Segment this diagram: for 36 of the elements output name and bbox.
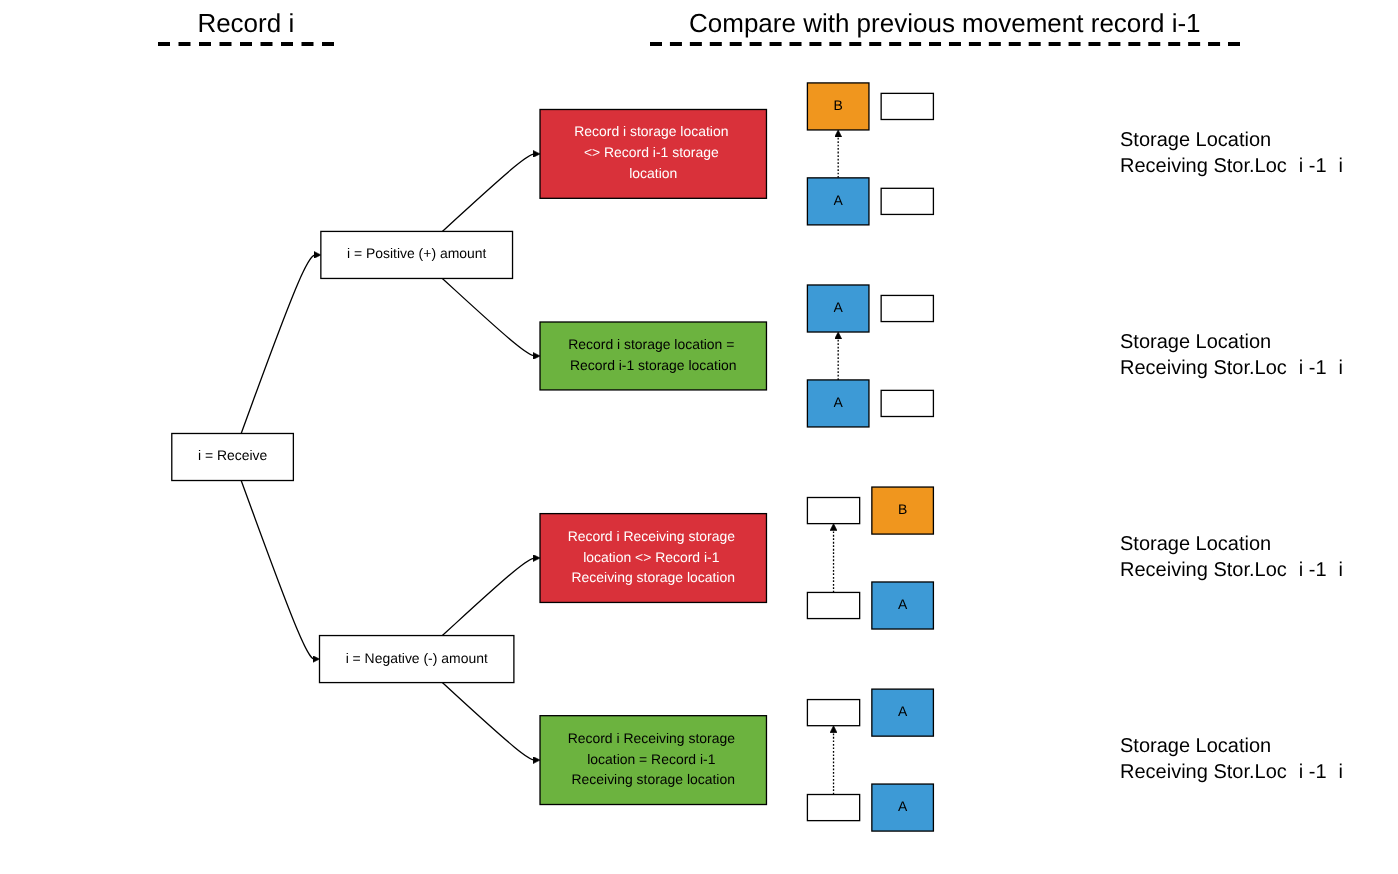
- table-cell: [806, 698, 861, 727]
- column-header: Storage Location: [1120, 534, 1272, 557]
- bracket-heading: Compare with previous movement record i-1: [649, 7, 1241, 45]
- row-label: i -1: [1298, 155, 1327, 178]
- table-cell: [806, 591, 861, 620]
- column-header: Storage Location: [1120, 331, 1272, 354]
- arrow: [441, 554, 541, 637]
- table-cell: [880, 294, 935, 323]
- table-cell: [880, 92, 935, 121]
- column-header: Receiving Stor.Loc: [1120, 762, 1287, 785]
- column-header: Receiving Stor.Loc: [1120, 155, 1287, 178]
- column-header: Storage Location: [1120, 736, 1272, 759]
- row-label: i -1: [1298, 560, 1327, 583]
- row-label: i -1: [1298, 357, 1327, 380]
- column-header: Receiving Stor.Loc: [1120, 357, 1287, 380]
- table-cell: [880, 187, 935, 216]
- arrow: [240, 251, 322, 435]
- table-cell: [806, 496, 861, 525]
- row-label: i: [1338, 357, 1344, 380]
- dotted-arrow: [829, 725, 838, 796]
- arrow: [441, 150, 541, 233]
- arrow: [441, 277, 541, 360]
- column-header: Storage Location: [1120, 129, 1272, 152]
- arrow: [441, 681, 541, 764]
- dotted-arrow: [834, 129, 842, 179]
- row-label: i: [1338, 762, 1344, 785]
- table-cell: [880, 389, 935, 418]
- row-label: i: [1338, 560, 1344, 583]
- dotted-arrow: [834, 331, 842, 381]
- column-header: Receiving Stor.Loc: [1120, 560, 1287, 583]
- bracket-heading: Record i: [157, 7, 335, 45]
- table-cell: [806, 793, 861, 822]
- row-label: i: [1338, 155, 1344, 178]
- arrow: [240, 479, 320, 663]
- dotted-arrow: [829, 523, 838, 594]
- row-label: i -1: [1298, 762, 1327, 785]
